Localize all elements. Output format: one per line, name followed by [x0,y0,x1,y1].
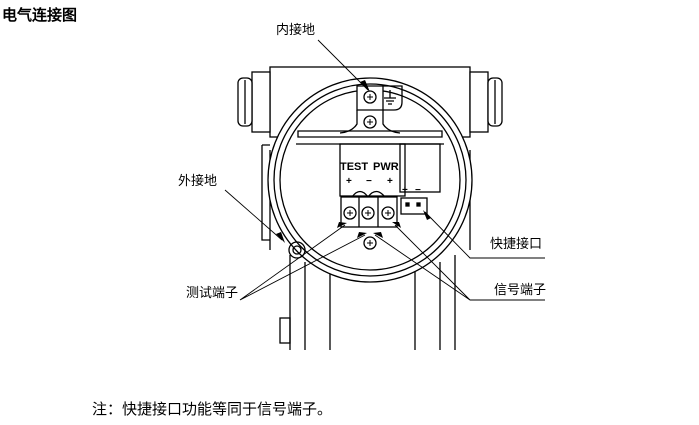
test-label: TEST [340,161,369,173]
pwr-plus: + [387,176,393,187]
qc-plus: + [402,185,408,196]
cover-ring-outer [267,77,473,283]
diagram-title: 电气连接图 [2,6,78,24]
quick-connector [400,197,428,215]
ground-icon [384,90,396,105]
arrowheads [276,80,431,243]
left-cable-gland [237,71,271,133]
footnote: 注：快捷接口功能等同于信号端子。 [92,400,333,418]
screw-icons [288,90,395,259]
common-minus: − [366,176,372,187]
test-terminal-label: 测试端子 [186,286,239,301]
quick-connector-label: 快捷接口 [490,237,543,252]
outer-ground-label: 外接地 [178,174,218,189]
terminal-block [340,196,398,228]
qc-minus: − [415,185,421,196]
signal-terminal-label: 信号端子 [494,283,547,298]
inner-ground-label: 内接地 [276,23,316,38]
test-plus: + [346,176,352,187]
right-cable-gland [469,71,503,133]
pwr-label: PWR [373,161,399,173]
